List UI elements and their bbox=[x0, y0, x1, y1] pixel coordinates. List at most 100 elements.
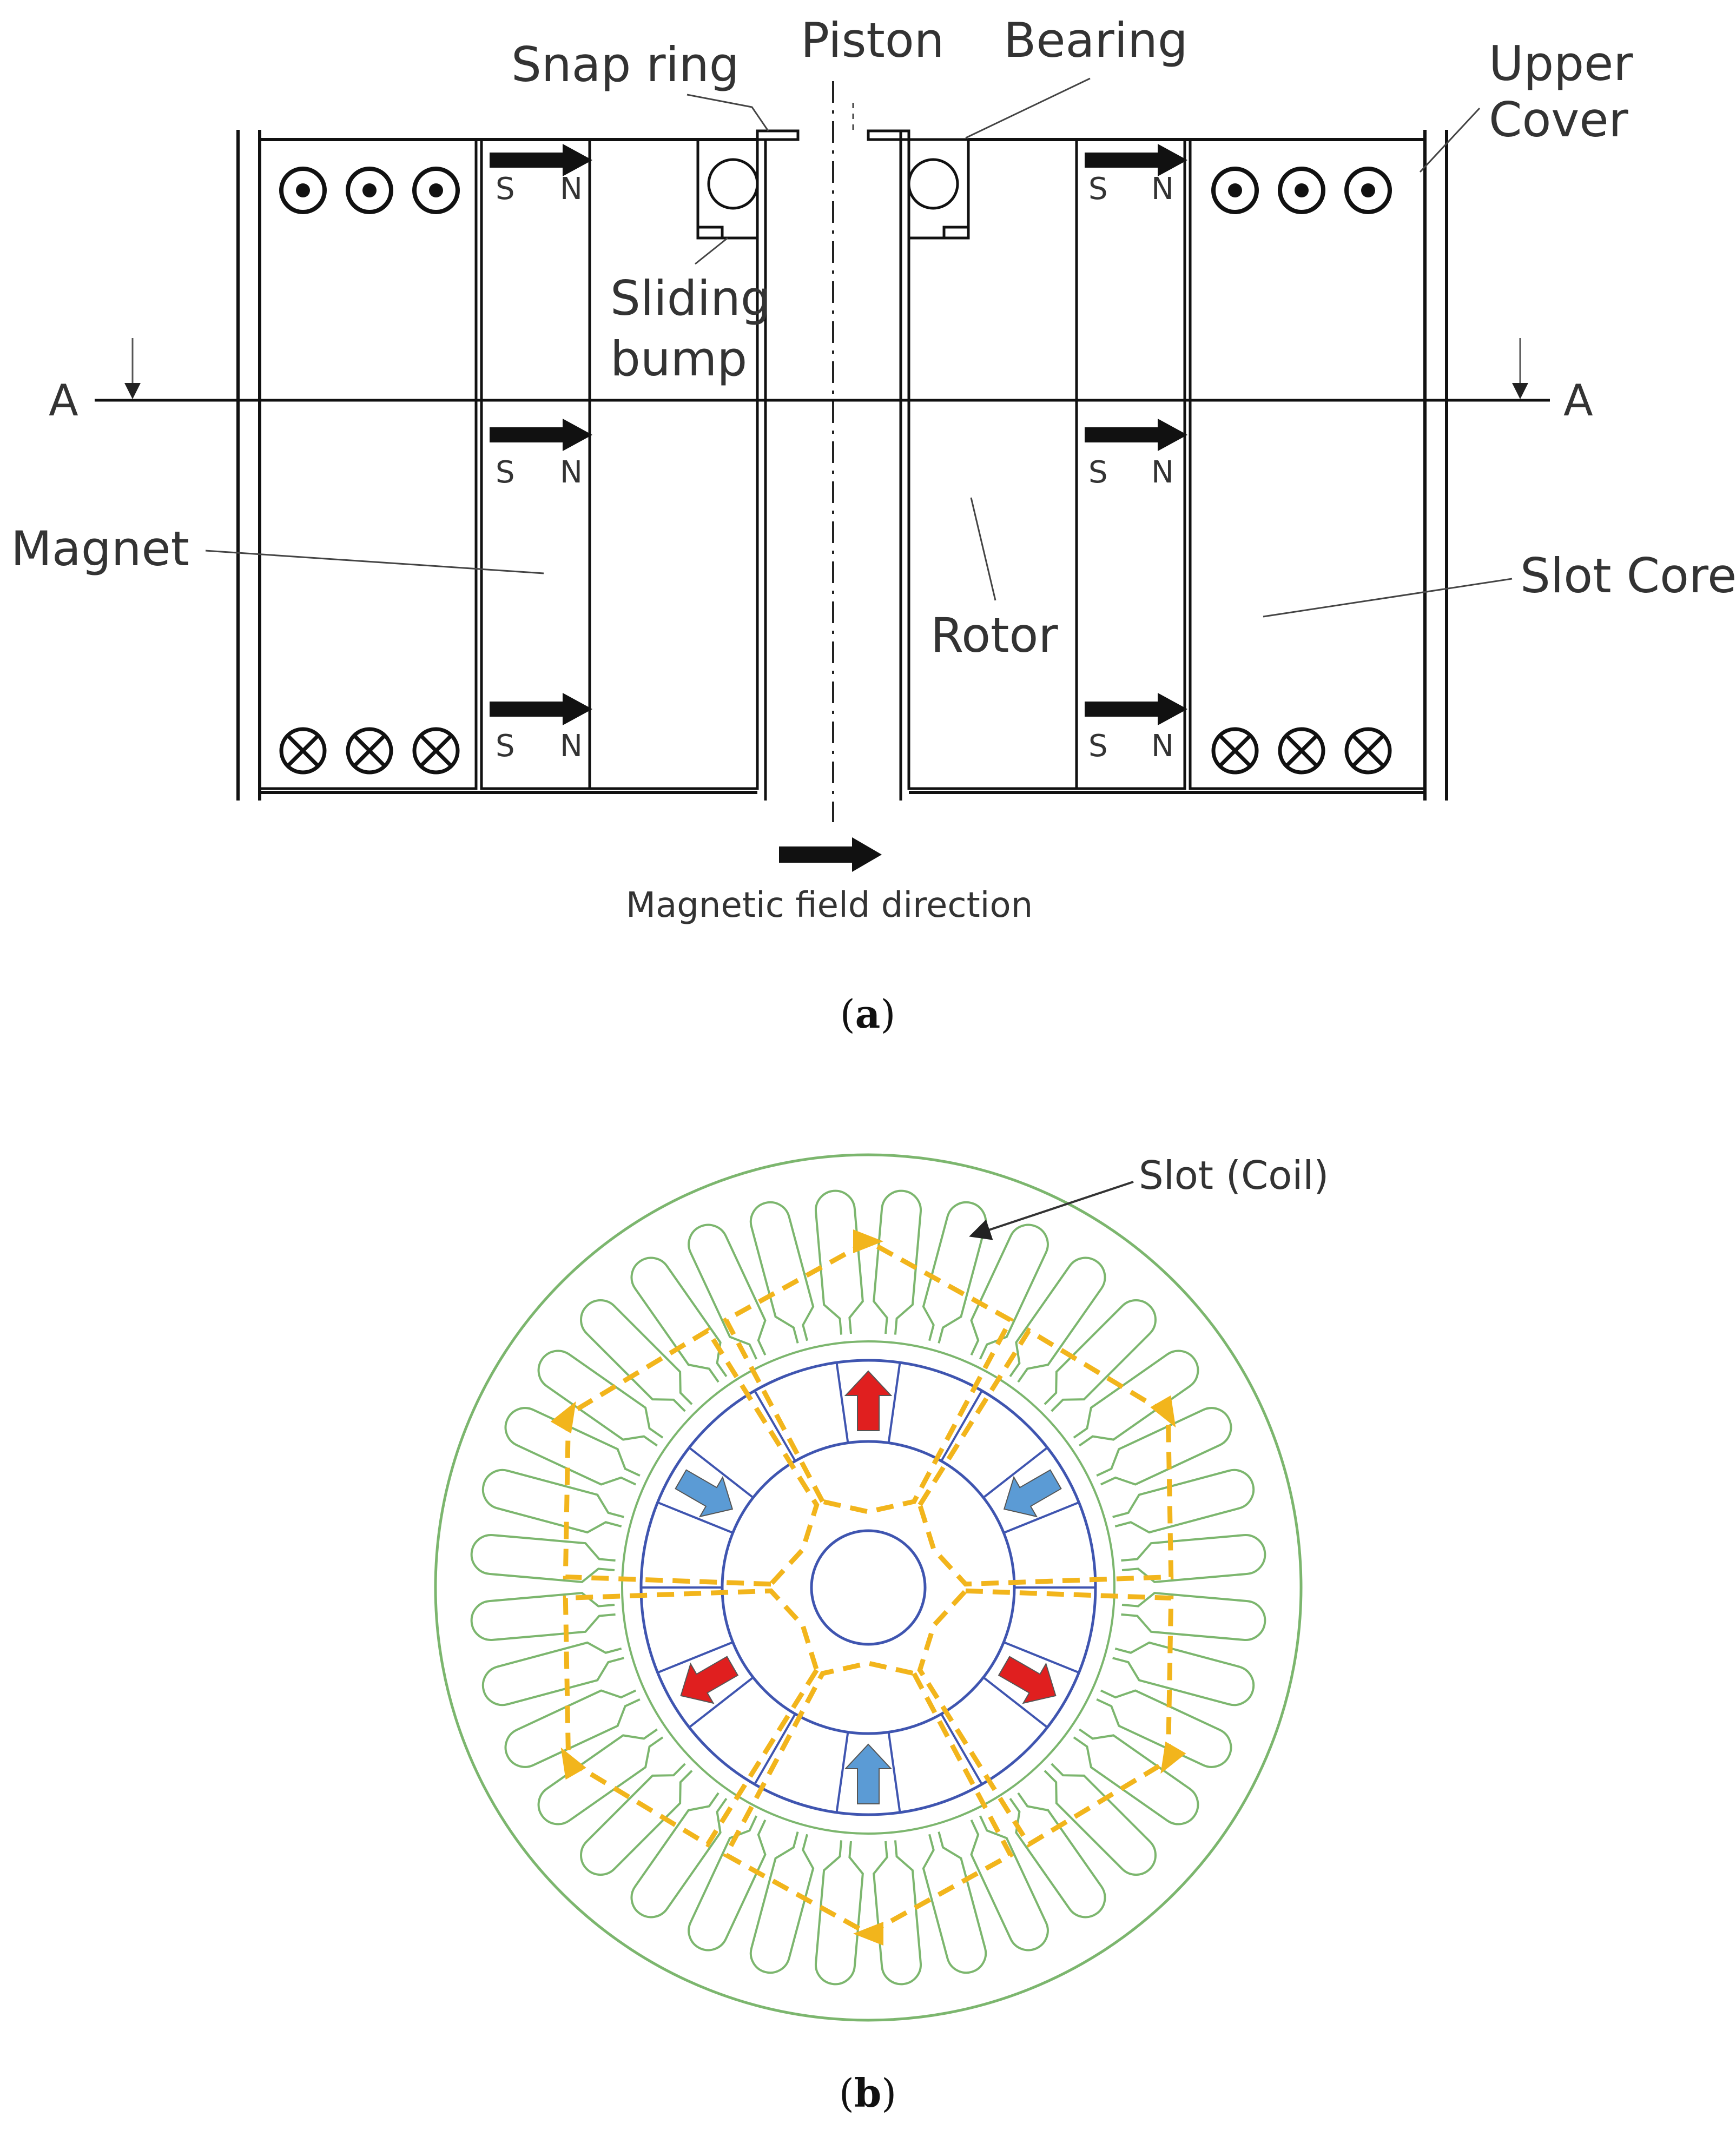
pole-label-s: S bbox=[496, 455, 515, 490]
slot-outline bbox=[481, 1468, 624, 1534]
slot-outline bbox=[815, 1189, 864, 1335]
slot-outline bbox=[1073, 1350, 1199, 1447]
stator-slot bbox=[688, 1815, 767, 1952]
pole-label-n: N bbox=[1151, 729, 1174, 764]
pole-label-n: N bbox=[560, 729, 583, 764]
stator-slot bbox=[1121, 1592, 1266, 1641]
stator-slot bbox=[1096, 1407, 1232, 1486]
bearing-label: Bearing bbox=[1004, 12, 1188, 68]
flux-arrow-icon bbox=[1150, 1395, 1176, 1428]
sliding-bump-label-line1: Sliding bbox=[610, 270, 771, 326]
right-arrow-icon bbox=[1085, 144, 1187, 176]
section-label-left: A bbox=[49, 375, 78, 426]
flux-arrow-icon bbox=[853, 1922, 883, 1946]
pole-label-n: N bbox=[560, 455, 583, 490]
stator-slot bbox=[470, 1592, 616, 1641]
dot-circle-icon bbox=[346, 167, 393, 214]
sliding-bump-label-line2: bump bbox=[610, 331, 747, 387]
magnet-label: Magnet bbox=[11, 521, 189, 577]
flux-direction-arrows bbox=[550, 1229, 1186, 1946]
stator-slot bbox=[537, 1728, 664, 1825]
slot-outline bbox=[630, 1256, 728, 1383]
piston-label: Piston bbox=[801, 12, 945, 68]
flux-loop bbox=[917, 1327, 1174, 1587]
pole-label-n: N bbox=[560, 171, 583, 207]
pole-label-n: N bbox=[1151, 455, 1174, 490]
caption-b: (b) bbox=[839, 2070, 897, 2116]
stator-slot bbox=[481, 1641, 624, 1706]
slot-outline bbox=[873, 1840, 922, 1986]
stator-slot bbox=[815, 1840, 864, 1986]
right-arrow-icon bbox=[779, 837, 882, 872]
slot-outline bbox=[1073, 1728, 1199, 1825]
magnet-arrows bbox=[490, 144, 1187, 725]
slot-outline bbox=[470, 1592, 616, 1641]
casing-lines bbox=[236, 130, 1448, 801]
rotor-label: Rotor bbox=[930, 607, 1058, 663]
stator-slot bbox=[1009, 1792, 1106, 1919]
slot-outline bbox=[922, 1831, 987, 1974]
cross-circle-icon bbox=[346, 727, 393, 775]
stator-slot bbox=[1121, 1534, 1266, 1583]
current-out-symbols bbox=[279, 167, 1392, 214]
component-labels: Snap ring Piston Bearing Upper Cover Sli… bbox=[11, 12, 1736, 663]
stator-slot bbox=[749, 1831, 815, 1974]
stator-outer-ring bbox=[434, 1153, 1303, 2022]
flux-paths bbox=[563, 1238, 1174, 1937]
magnet-arrow-in-icon bbox=[1003, 1469, 1062, 1518]
stator-slot bbox=[815, 1189, 864, 1335]
slot-outline bbox=[970, 1815, 1049, 1952]
stator-slot bbox=[537, 1350, 664, 1447]
flux-loop bbox=[563, 1327, 820, 1587]
slot-coil-leader bbox=[969, 1181, 1134, 1240]
cross-circle-icon bbox=[1278, 727, 1325, 775]
stator-slot bbox=[1073, 1728, 1199, 1825]
field-direction-label: Magnetic field direction bbox=[626, 885, 1033, 925]
magnet-segment bbox=[641, 1501, 734, 1674]
caption-a: (a) bbox=[840, 991, 896, 1037]
leader-lines bbox=[205, 77, 1513, 618]
magnet-segment bbox=[887, 1676, 1048, 1813]
upper-cover-label-line2: Cover bbox=[1489, 92, 1629, 148]
bearing-right bbox=[907, 138, 970, 240]
left-stator-block bbox=[258, 138, 767, 801]
slot-outline bbox=[580, 1299, 693, 1412]
stator-slot bbox=[504, 1689, 641, 1768]
bearing-left bbox=[696, 138, 759, 240]
stator-slot bbox=[688, 1223, 767, 1360]
flux-loop bbox=[723, 1238, 1014, 1514]
magnet-arrow-out-icon bbox=[998, 1656, 1057, 1704]
slot-outline bbox=[1096, 1689, 1232, 1768]
upper-cover-label-line1: Upper bbox=[1489, 36, 1633, 91]
stator-slot bbox=[1009, 1256, 1106, 1383]
field-direction-legend: Magnetic field direction bbox=[626, 837, 1033, 925]
stator-slot bbox=[970, 1223, 1049, 1360]
pole-label-s: S bbox=[1088, 455, 1108, 490]
cross-section-view: A A bbox=[11, 12, 1736, 1037]
slot-outline bbox=[688, 1815, 767, 1952]
magnet-arrow-in-icon bbox=[675, 1469, 734, 1518]
slot-outline bbox=[1096, 1407, 1232, 1486]
stator-slot bbox=[1044, 1763, 1157, 1876]
slot-outline bbox=[749, 1201, 815, 1344]
snap-ring-label: Snap ring bbox=[511, 37, 740, 92]
dot-circle-icon bbox=[412, 167, 460, 214]
slot-outline bbox=[537, 1728, 664, 1825]
flux-loop bbox=[917, 1588, 1174, 1848]
stator-slot bbox=[630, 1256, 728, 1383]
magnet-arrow-out-icon bbox=[844, 1370, 893, 1431]
magnet-segment bbox=[688, 1362, 849, 1499]
stator-slot bbox=[1096, 1689, 1232, 1768]
dot-circle-icon bbox=[1278, 167, 1325, 214]
section-label-right: A bbox=[1563, 375, 1593, 426]
slot-outline bbox=[1044, 1763, 1157, 1876]
right-arrow-icon bbox=[1085, 693, 1187, 725]
slot-outline bbox=[470, 1534, 616, 1583]
right-arrow-icon bbox=[490, 693, 592, 725]
stator-slot bbox=[873, 1840, 922, 1986]
magnet-segment bbox=[1003, 1501, 1095, 1674]
cross-circle-icon bbox=[1344, 727, 1392, 775]
section-line-a-a: A A bbox=[49, 338, 1593, 426]
slot-outline bbox=[1044, 1299, 1157, 1412]
